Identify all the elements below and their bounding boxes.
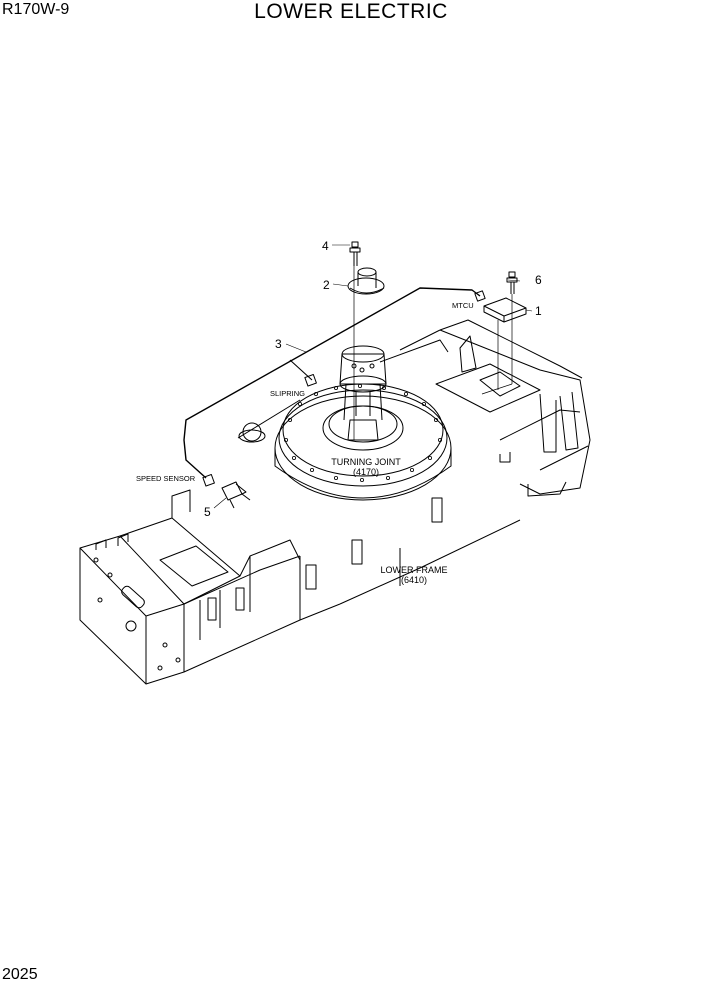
callout-4: 4 [322, 239, 329, 253]
lower-frame-ref: (6410) [401, 575, 427, 585]
mtcu-drawing [483, 297, 527, 323]
turning-joint-drawing [274, 345, 452, 501]
slipring-connector-drawing [304, 374, 317, 387]
speed-sensor-label: SPEED SENSOR [136, 474, 196, 483]
slipring-label: SLIPRING [270, 389, 305, 398]
bolt-4-drawing [349, 241, 361, 266]
callout-2: 2 [323, 278, 330, 292]
turning-joint-ref: (4170) [353, 467, 379, 477]
lower-frame-drawing [79, 319, 591, 685]
mtcu-connector-drawing [474, 290, 486, 302]
wire-harness-drawing [183, 287, 481, 479]
model-number: R170W-9 [2, 1, 70, 18]
callout-5: 5 [204, 505, 211, 519]
bolt-6-drawing [506, 271, 518, 294]
speed-sensor-connector-drawing [202, 474, 215, 487]
lower-frame-label: LOWER FRAME [380, 565, 447, 575]
speed-sensor-drawing [221, 481, 251, 509]
callout-1: 1 [535, 304, 542, 318]
turning-joint-label: TURNING JOINT [331, 457, 401, 467]
callout-3: 3 [275, 337, 282, 351]
page-number: 2025 [2, 966, 38, 983]
page-title: LOWER ELECTRIC [254, 0, 448, 23]
slipring-cap-drawing [347, 267, 385, 295]
callout-6: 6 [535, 273, 542, 287]
mtcu-label: MTCU [452, 301, 474, 310]
